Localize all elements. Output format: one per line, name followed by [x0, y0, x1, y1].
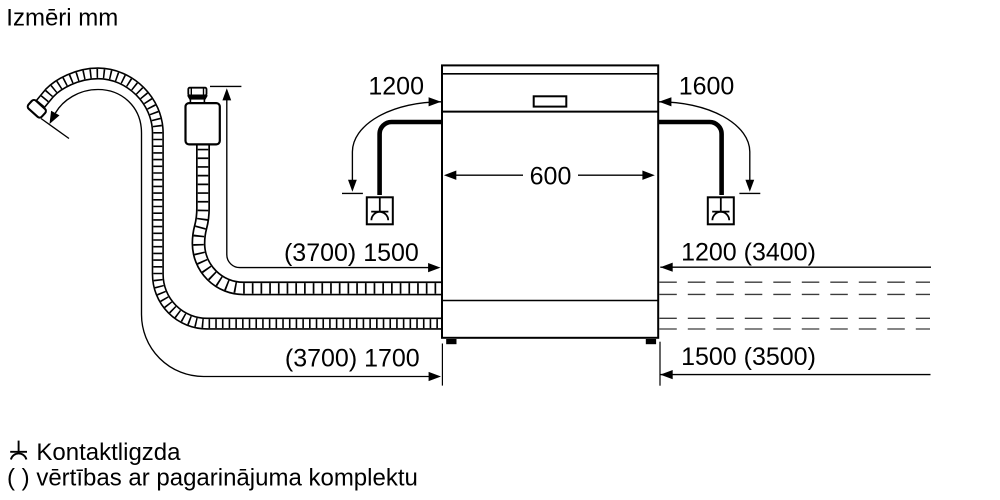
svg-text:1600: 1600	[679, 73, 735, 101]
svg-text:600: 600	[530, 162, 572, 190]
svg-text:Kontaktligzda: Kontaktligzda	[36, 439, 181, 466]
svg-text:1200: 1200	[368, 73, 424, 101]
svg-text:( ) vērtības ar pagarinājuma k: ( ) vērtības ar pagarinājuma komplektu	[7, 465, 418, 492]
svg-text:1200 (3400): 1200 (3400)	[681, 238, 816, 266]
svg-text:(3700) 1700: (3700) 1700	[285, 344, 420, 372]
svg-text:1500 (3500): 1500 (3500)	[681, 343, 816, 371]
svg-text:(3700) 1500: (3700) 1500	[284, 239, 419, 267]
svg-text:Izmēri mm: Izmēri mm	[6, 4, 118, 31]
